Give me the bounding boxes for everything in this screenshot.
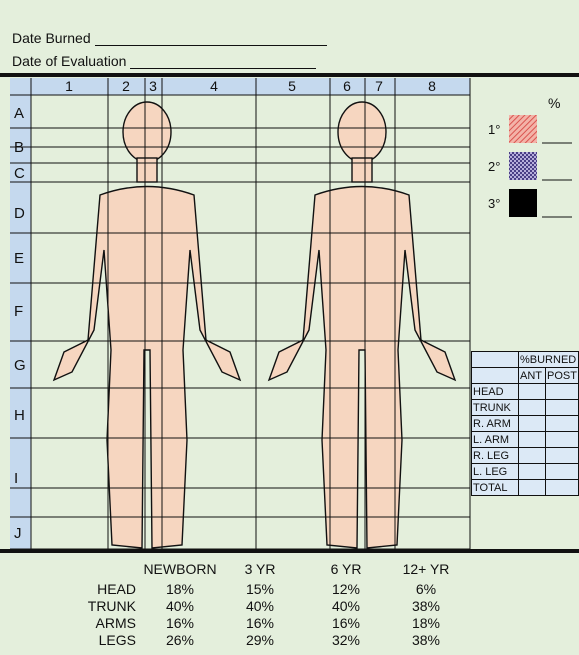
column-label-7: 7 xyxy=(369,78,389,94)
column-label-8: 8 xyxy=(422,78,442,94)
ant-cell[interactable] xyxy=(519,432,546,448)
legend-third-degree: 3° xyxy=(488,196,500,211)
column-band xyxy=(10,78,470,95)
row-label-E: E xyxy=(14,250,24,267)
age-value-cell: 16% xyxy=(140,615,220,631)
column-label-1: 1 xyxy=(59,78,79,94)
age-row-label: HEAD xyxy=(68,581,136,597)
post-cell[interactable] xyxy=(546,400,579,416)
age-value-cell: 6% xyxy=(386,581,466,597)
legend-percent: % xyxy=(548,95,560,111)
row-label-H: H xyxy=(14,407,25,424)
age-value-cell: 38% xyxy=(386,632,466,648)
bottom-rule xyxy=(0,549,579,553)
post-cell[interactable] xyxy=(546,480,579,496)
burn-table-row: TRUNK xyxy=(472,400,579,416)
burn-table-row: R. ARM xyxy=(472,416,579,432)
burn-row-label: TRUNK xyxy=(472,400,519,416)
post-cell[interactable] xyxy=(546,448,579,464)
age-value-cell: 40% xyxy=(140,598,220,614)
burn-table-row: L. LEG xyxy=(472,464,579,480)
age-row-label: TRUNK xyxy=(68,598,136,614)
burn-table-row: R. LEG xyxy=(472,448,579,464)
top-rule xyxy=(0,73,579,77)
second-degree-swatch xyxy=(509,152,537,180)
post-header: POST xyxy=(546,368,579,384)
post-cell[interactable] xyxy=(546,384,579,400)
burn-table-header: %BURNED xyxy=(519,352,579,368)
column-label-4: 4 xyxy=(204,78,224,94)
age-header: 12+ YR xyxy=(386,561,466,577)
row-label-D: D xyxy=(14,205,25,222)
burn-row-label: R. LEG xyxy=(472,448,519,464)
ant-cell[interactable] xyxy=(519,416,546,432)
age-value-cell: 18% xyxy=(386,615,466,631)
age-value-cell: 32% xyxy=(306,632,386,648)
age-value-cell: 29% xyxy=(220,632,300,648)
row-label-F: F xyxy=(14,303,23,320)
ant-header: ANT xyxy=(519,368,546,384)
column-label-6: 6 xyxy=(337,78,357,94)
burn-table-corner xyxy=(472,352,519,368)
age-row-label: LEGS xyxy=(68,632,136,648)
burn-row-label: R. ARM xyxy=(472,416,519,432)
row-label-A: A xyxy=(14,105,24,122)
post-cell[interactable] xyxy=(546,464,579,480)
age-value-cell: 18% xyxy=(140,581,220,597)
row-label-G: G xyxy=(14,357,26,374)
legend-first-degree: 1° xyxy=(488,122,500,137)
ant-cell[interactable] xyxy=(519,480,546,496)
burn-row-label: L. LEG xyxy=(472,464,519,480)
ant-cell[interactable] xyxy=(519,464,546,480)
age-value-cell: 26% xyxy=(140,632,220,648)
column-label-5: 5 xyxy=(282,78,302,94)
ant-cell[interactable] xyxy=(519,448,546,464)
age-value-cell: 15% xyxy=(220,581,300,597)
column-label-2: 2 xyxy=(116,78,136,94)
ant-cell[interactable] xyxy=(519,400,546,416)
front-body xyxy=(54,102,240,548)
row-label-C: C xyxy=(14,165,25,182)
first-degree-swatch xyxy=(509,115,537,143)
age-header: NEWBORN xyxy=(140,561,220,577)
age-header: 6 YR xyxy=(306,561,386,577)
burn-table-corner2 xyxy=(472,368,519,384)
post-cell[interactable] xyxy=(546,432,579,448)
burn-table-row: TOTAL xyxy=(472,480,579,496)
burn-row-label: HEAD xyxy=(472,384,519,400)
age-row-label: ARMS xyxy=(68,615,136,631)
column-label-3: 3 xyxy=(143,78,163,94)
legend-second-degree: 2° xyxy=(488,159,500,174)
age-value-cell: 40% xyxy=(306,598,386,614)
third-degree-swatch xyxy=(509,189,537,217)
row-label-J: J xyxy=(14,525,22,542)
age-value-cell: 16% xyxy=(220,615,300,631)
burn-table-row: HEAD xyxy=(472,384,579,400)
back-body xyxy=(269,102,455,548)
post-cell[interactable] xyxy=(546,416,579,432)
ant-cell[interactable] xyxy=(519,384,546,400)
age-value-cell: 38% xyxy=(386,598,466,614)
burn-table-row: L. ARM xyxy=(472,432,579,448)
age-value-cell: 40% xyxy=(220,598,300,614)
row-label-B: B xyxy=(14,139,24,156)
age-header: 3 YR xyxy=(220,561,300,577)
row-label-I: I xyxy=(14,470,18,487)
age-value-cell: 16% xyxy=(306,615,386,631)
burn-row-label: TOTAL xyxy=(472,480,519,496)
burn-row-label: L. ARM xyxy=(472,432,519,448)
age-value-cell: 12% xyxy=(306,581,386,597)
